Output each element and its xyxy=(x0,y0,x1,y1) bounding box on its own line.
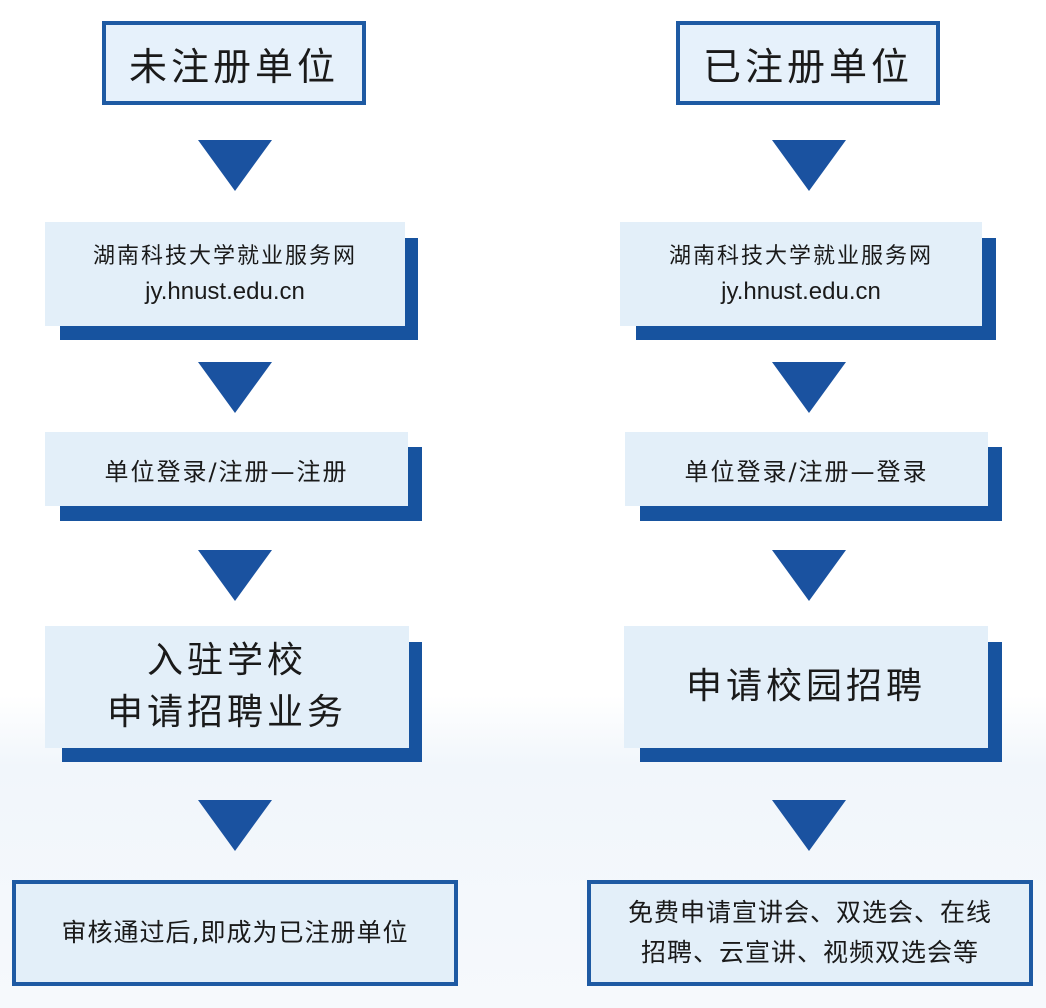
right-arrow-down-icon-4 xyxy=(772,800,846,851)
right-apply-label: 申请校园招聘 xyxy=(685,666,926,707)
left-header-title: 未注册单位 xyxy=(128,44,339,89)
left-result-text: 审核通过后,即成为已注册单位 xyxy=(61,918,409,947)
left-site-url: jy.hnust.edu.cn xyxy=(145,278,305,305)
left-site-card: 湖南科技大学就业服务网 jy.hnust.edu.cn xyxy=(45,222,405,326)
left-apply-card: 入驻学校 申请招聘业务 xyxy=(45,626,409,748)
right-arrow-down-icon-3 xyxy=(772,550,846,601)
right-login-card: 单位登录/注册—登录 xyxy=(625,432,988,506)
left-arrow-down-icon-3 xyxy=(198,550,272,601)
right-header: 已注册单位 xyxy=(676,21,940,105)
right-login-label: 单位登录/注册—登录 xyxy=(684,457,929,486)
right-site-card: 湖南科技大学就业服务网 jy.hnust.edu.cn xyxy=(620,222,982,326)
right-apply-card: 申请校园招聘 xyxy=(624,626,988,748)
right-result-box: 免费申请宣讲会、双选会、在线 招聘、云宣讲、视频双选会等 xyxy=(587,880,1033,986)
left-site-name: 湖南科技大学就业服务网 xyxy=(92,244,357,269)
right-result-line2: 招聘、云宣讲、视频双选会等 xyxy=(640,938,979,967)
left-result-box: 审核通过后,即成为已注册单位 xyxy=(12,880,458,986)
left-arrow-down-icon-2 xyxy=(198,362,272,413)
left-arrow-down-icon-1 xyxy=(198,140,272,191)
left-register-card: 单位登录/注册—注册 xyxy=(45,432,408,506)
right-site-name: 湖南科技大学就业服务网 xyxy=(668,244,933,269)
right-arrow-down-icon-2 xyxy=(772,362,846,413)
right-header-title: 已注册单位 xyxy=(702,44,913,89)
right-arrow-down-icon-1 xyxy=(772,140,846,191)
left-header: 未注册单位 xyxy=(102,21,366,105)
left-apply-line2: 申请招聘业务 xyxy=(106,692,347,733)
right-result-line1: 免费申请宣讲会、双选会、在线 xyxy=(627,898,992,927)
left-apply-line1: 入驻学校 xyxy=(146,640,307,681)
left-arrow-down-icon-4 xyxy=(198,800,272,851)
right-site-url: jy.hnust.edu.cn xyxy=(721,278,881,305)
left-register-label: 单位登录/注册—注册 xyxy=(104,457,349,486)
